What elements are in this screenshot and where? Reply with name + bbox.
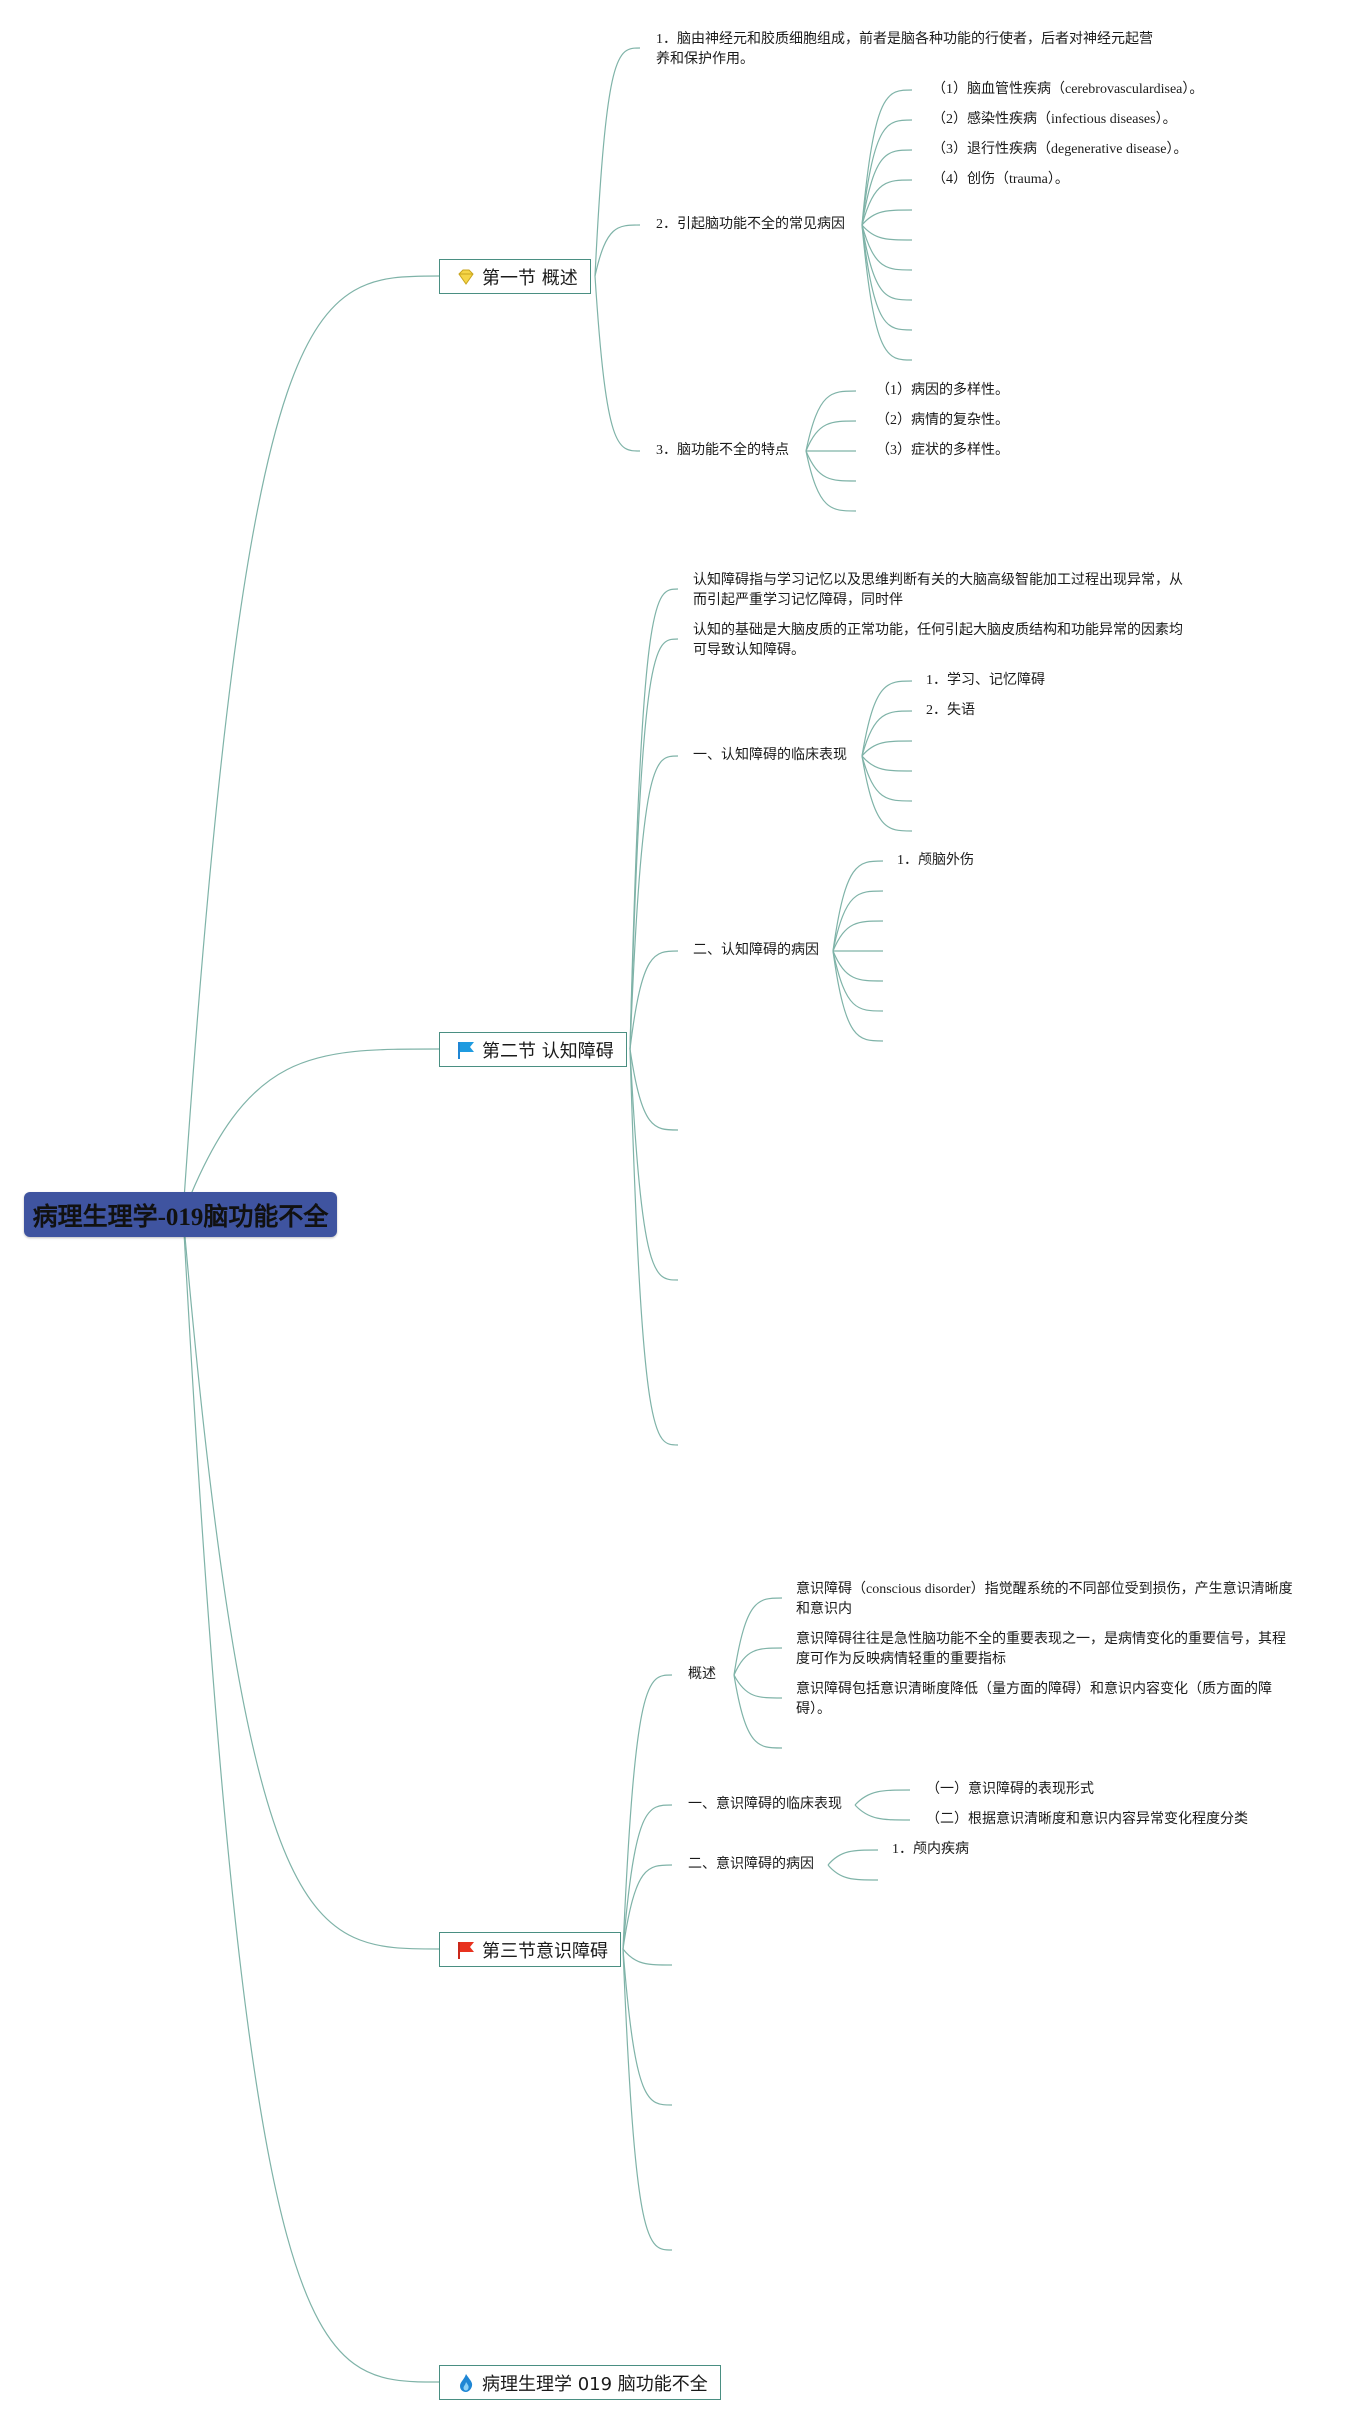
root-connector bbox=[182, 1213, 440, 1950]
s3-causes-label: 二、意识障碍的病因 bbox=[688, 1857, 814, 1872]
s1-connector bbox=[594, 224, 641, 277]
s3-overview-label: 概述 bbox=[688, 1667, 716, 1682]
s2-cause-connector bbox=[832, 950, 884, 1042]
diamond-icon bbox=[456, 267, 476, 287]
s2-clinical-item: 1．学习、记忆障碍 bbox=[926, 673, 1045, 688]
branch-section-4[interactable]: 病理生理学 019 脑功能不全 bbox=[439, 2365, 721, 2400]
s1-feature-item: （3）症状的多样性。 bbox=[876, 443, 1009, 458]
s2-clinical-item: 2．失语 bbox=[926, 703, 975, 718]
s2-cause-item: 1．颅脑外伤 bbox=[897, 853, 974, 868]
s1-cause-connector bbox=[861, 89, 913, 226]
s3-overview-connector bbox=[733, 1647, 783, 1676]
s3-overview-connector bbox=[733, 1674, 783, 1699]
s3-overview-connector bbox=[733, 1597, 783, 1676]
s3-overview-connector bbox=[733, 1674, 783, 1749]
section-3-title: 第三节意识障碍 bbox=[482, 1940, 608, 1962]
s3-overview-item: 意识障碍往往是急性脑功能不全的重要表现之一，是病情变化的重要信号，其程度可作为反… bbox=[796, 1632, 1286, 1667]
s2-connector bbox=[629, 588, 679, 1050]
s3-cause-item: 1．颅内疾病 bbox=[892, 1842, 969, 1857]
s2-cause-connector bbox=[832, 920, 884, 952]
s3-connector bbox=[622, 1948, 673, 2251]
s2-clinical-label: 一、认知障碍的临床表现 bbox=[693, 748, 847, 763]
s2-connector bbox=[629, 1048, 679, 1131]
s2-definition: 认知障碍指与学习记忆以及思维判断有关的大脑高级智能加工过程出现异常，从而引起严重… bbox=[693, 573, 1183, 608]
s1-cause-connector bbox=[861, 224, 913, 331]
s1-cause-connector bbox=[861, 224, 913, 361]
s3-cause-connector bbox=[827, 1849, 879, 1866]
s1-cause-connector bbox=[861, 209, 913, 226]
s1-point-1: 1．脑由神经元和胶质细胞组成，前者是脑各种功能的行使者，后者对神经元起营养和保护… bbox=[656, 32, 1153, 67]
s1-cause-connector bbox=[861, 224, 913, 241]
s2-clinical-connector bbox=[861, 680, 913, 757]
s2-connector bbox=[629, 755, 679, 1050]
s2-clinical-connector bbox=[861, 740, 913, 757]
root-topic[interactable]: 病理生理学-019脑功能不全 bbox=[24, 1192, 337, 1237]
s2-cause-connector bbox=[832, 950, 884, 1012]
s1-features-label: 3．脑功能不全的特点 bbox=[656, 443, 789, 458]
s2-connector bbox=[629, 950, 679, 1050]
s3-overview-item: 意识障碍包括意识清晰度降低（量方面的障碍）和意识内容变化（质方面的障碍）。 bbox=[796, 1682, 1272, 1717]
s1-cause-connector bbox=[861, 119, 913, 226]
s2-clinical-connector bbox=[861, 755, 913, 832]
s2-basis: 认知的基础是大脑皮质的正常功能，任何引起大脑皮质结构和功能异常的因素均可导致认知… bbox=[693, 623, 1183, 658]
s3-connector bbox=[622, 1674, 673, 1950]
s1-cause-connector bbox=[861, 224, 913, 301]
s3-clinical-item: （二）根据意识清晰度和意识内容异常变化程度分类 bbox=[926, 1812, 1248, 1827]
s2-connector bbox=[629, 638, 679, 1050]
s2-clinical-connector bbox=[861, 755, 913, 772]
s1-causes-label: 2．引起脑功能不全的常见病因 bbox=[656, 217, 845, 232]
branch-section-3[interactable]: 第三节意识障碍 bbox=[439, 1932, 621, 1967]
branch-section-1[interactable]: 第一节 概述 bbox=[439, 259, 591, 294]
s2-connector bbox=[629, 1048, 679, 1281]
s3-connector bbox=[622, 1948, 673, 2106]
s1-feature-connector bbox=[805, 450, 857, 482]
root-connector bbox=[182, 1213, 440, 2383]
s1-cause-item: （4）创伤（trauma）。 bbox=[932, 172, 1069, 187]
s3-clinical-label: 一、意识障碍的临床表现 bbox=[688, 1797, 842, 1812]
s1-cause-item: （1）脑血管性疾病（cerebrovasculardisea）。 bbox=[932, 82, 1204, 97]
s2-clinical-connector bbox=[861, 755, 913, 802]
s2-cause-connector bbox=[832, 860, 884, 952]
s1-feature-connector bbox=[805, 450, 857, 512]
s3-overview-item: 意识障碍（conscious disorder）指觉醒系统的不同部位受到损伤，产… bbox=[796, 1582, 1293, 1617]
s2-cause-connector bbox=[832, 950, 884, 982]
s2-clinical-connector bbox=[861, 710, 913, 757]
root-connector bbox=[182, 1048, 440, 1215]
root-connector bbox=[182, 275, 440, 1215]
s3-clinical-item: （一）意识障碍的表现形式 bbox=[926, 1782, 1094, 1797]
s1-feature-connector bbox=[805, 420, 857, 452]
s1-connector bbox=[594, 275, 641, 452]
s3-clinical-connector bbox=[854, 1804, 911, 1821]
s3-connector bbox=[622, 1864, 673, 1950]
flame-icon bbox=[456, 2373, 476, 2393]
section-1-title: 第一节 概述 bbox=[482, 267, 578, 289]
s1-feature-item: （1）病因的多样性。 bbox=[876, 383, 1009, 398]
branch-section-2[interactable]: 第二节 认知障碍 bbox=[439, 1032, 627, 1067]
s1-cause-connector bbox=[861, 224, 913, 271]
section-4-title: 病理生理学 019 脑功能不全 bbox=[482, 2373, 708, 2395]
s1-cause-item: （3）退行性疾病（degenerative disease）。 bbox=[932, 142, 1188, 157]
s1-feature-connector bbox=[805, 390, 857, 452]
s1-feature-item: （2）病情的复杂性。 bbox=[876, 413, 1009, 428]
s3-connector bbox=[622, 1948, 673, 1966]
s2-connector bbox=[629, 1048, 679, 1446]
s3-cause-connector bbox=[827, 1864, 879, 1881]
section-2-title: 第二节 认知障碍 bbox=[482, 1040, 614, 1062]
flag-red-icon bbox=[456, 1940, 476, 1960]
s2-causes-label: 二、认知障碍的病因 bbox=[693, 943, 819, 958]
s1-cause-connector bbox=[861, 149, 913, 226]
root-title: 病理生理学-019脑功能不全 bbox=[32, 1203, 329, 1231]
s2-cause-connector bbox=[832, 890, 884, 952]
s1-cause-connector bbox=[861, 179, 913, 226]
s1-connector bbox=[594, 47, 641, 277]
flag-blue-icon bbox=[456, 1040, 476, 1060]
s3-connector bbox=[622, 1804, 673, 1950]
s1-cause-item: （2）感染性疾病（infectious diseases）。 bbox=[932, 112, 1177, 127]
s3-clinical-connector bbox=[854, 1789, 911, 1806]
